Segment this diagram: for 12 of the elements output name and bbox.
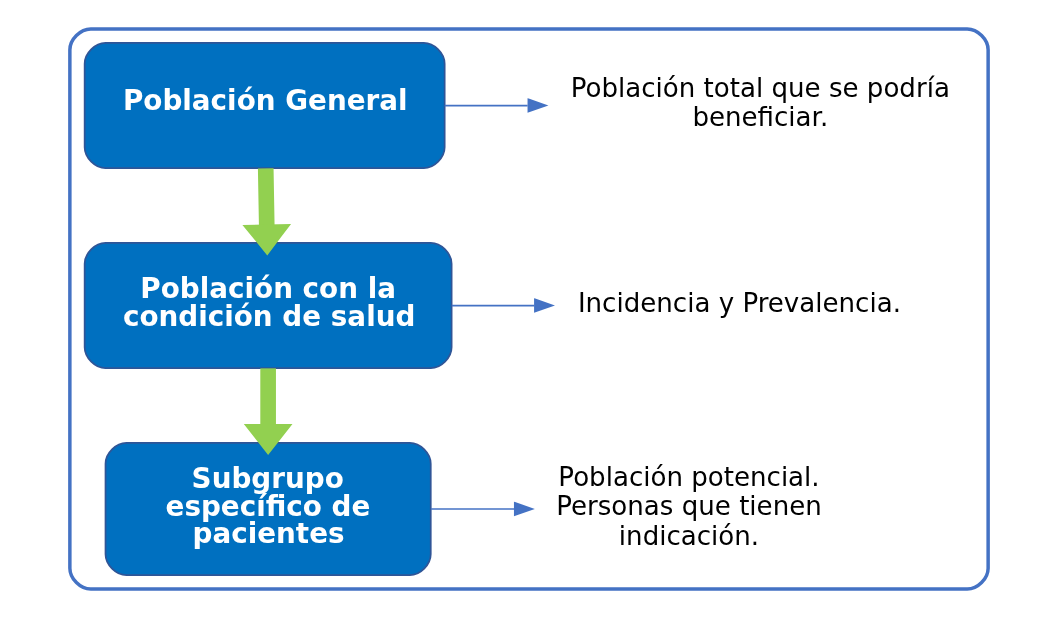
arrow bbox=[243, 368, 292, 455]
arrow bbox=[241, 168, 291, 256]
node-box: Subgrupo específico de pacientes bbox=[104, 442, 432, 576]
node-text: Incidencia y Prevalencia. bbox=[577, 287, 901, 318]
cluster bbox=[67, 27, 990, 591]
arrow bbox=[450, 298, 555, 313]
arrow bbox=[443, 98, 548, 113]
node-box: Población con la condición de salud bbox=[83, 242, 452, 369]
node-text: Población total que se podría beneficiar. bbox=[570, 72, 950, 133]
node-box: Población General bbox=[83, 42, 445, 169]
node-text: Población potencial. Personas que tienen indicación. bbox=[555, 461, 822, 551]
arrow bbox=[429, 501, 535, 517]
